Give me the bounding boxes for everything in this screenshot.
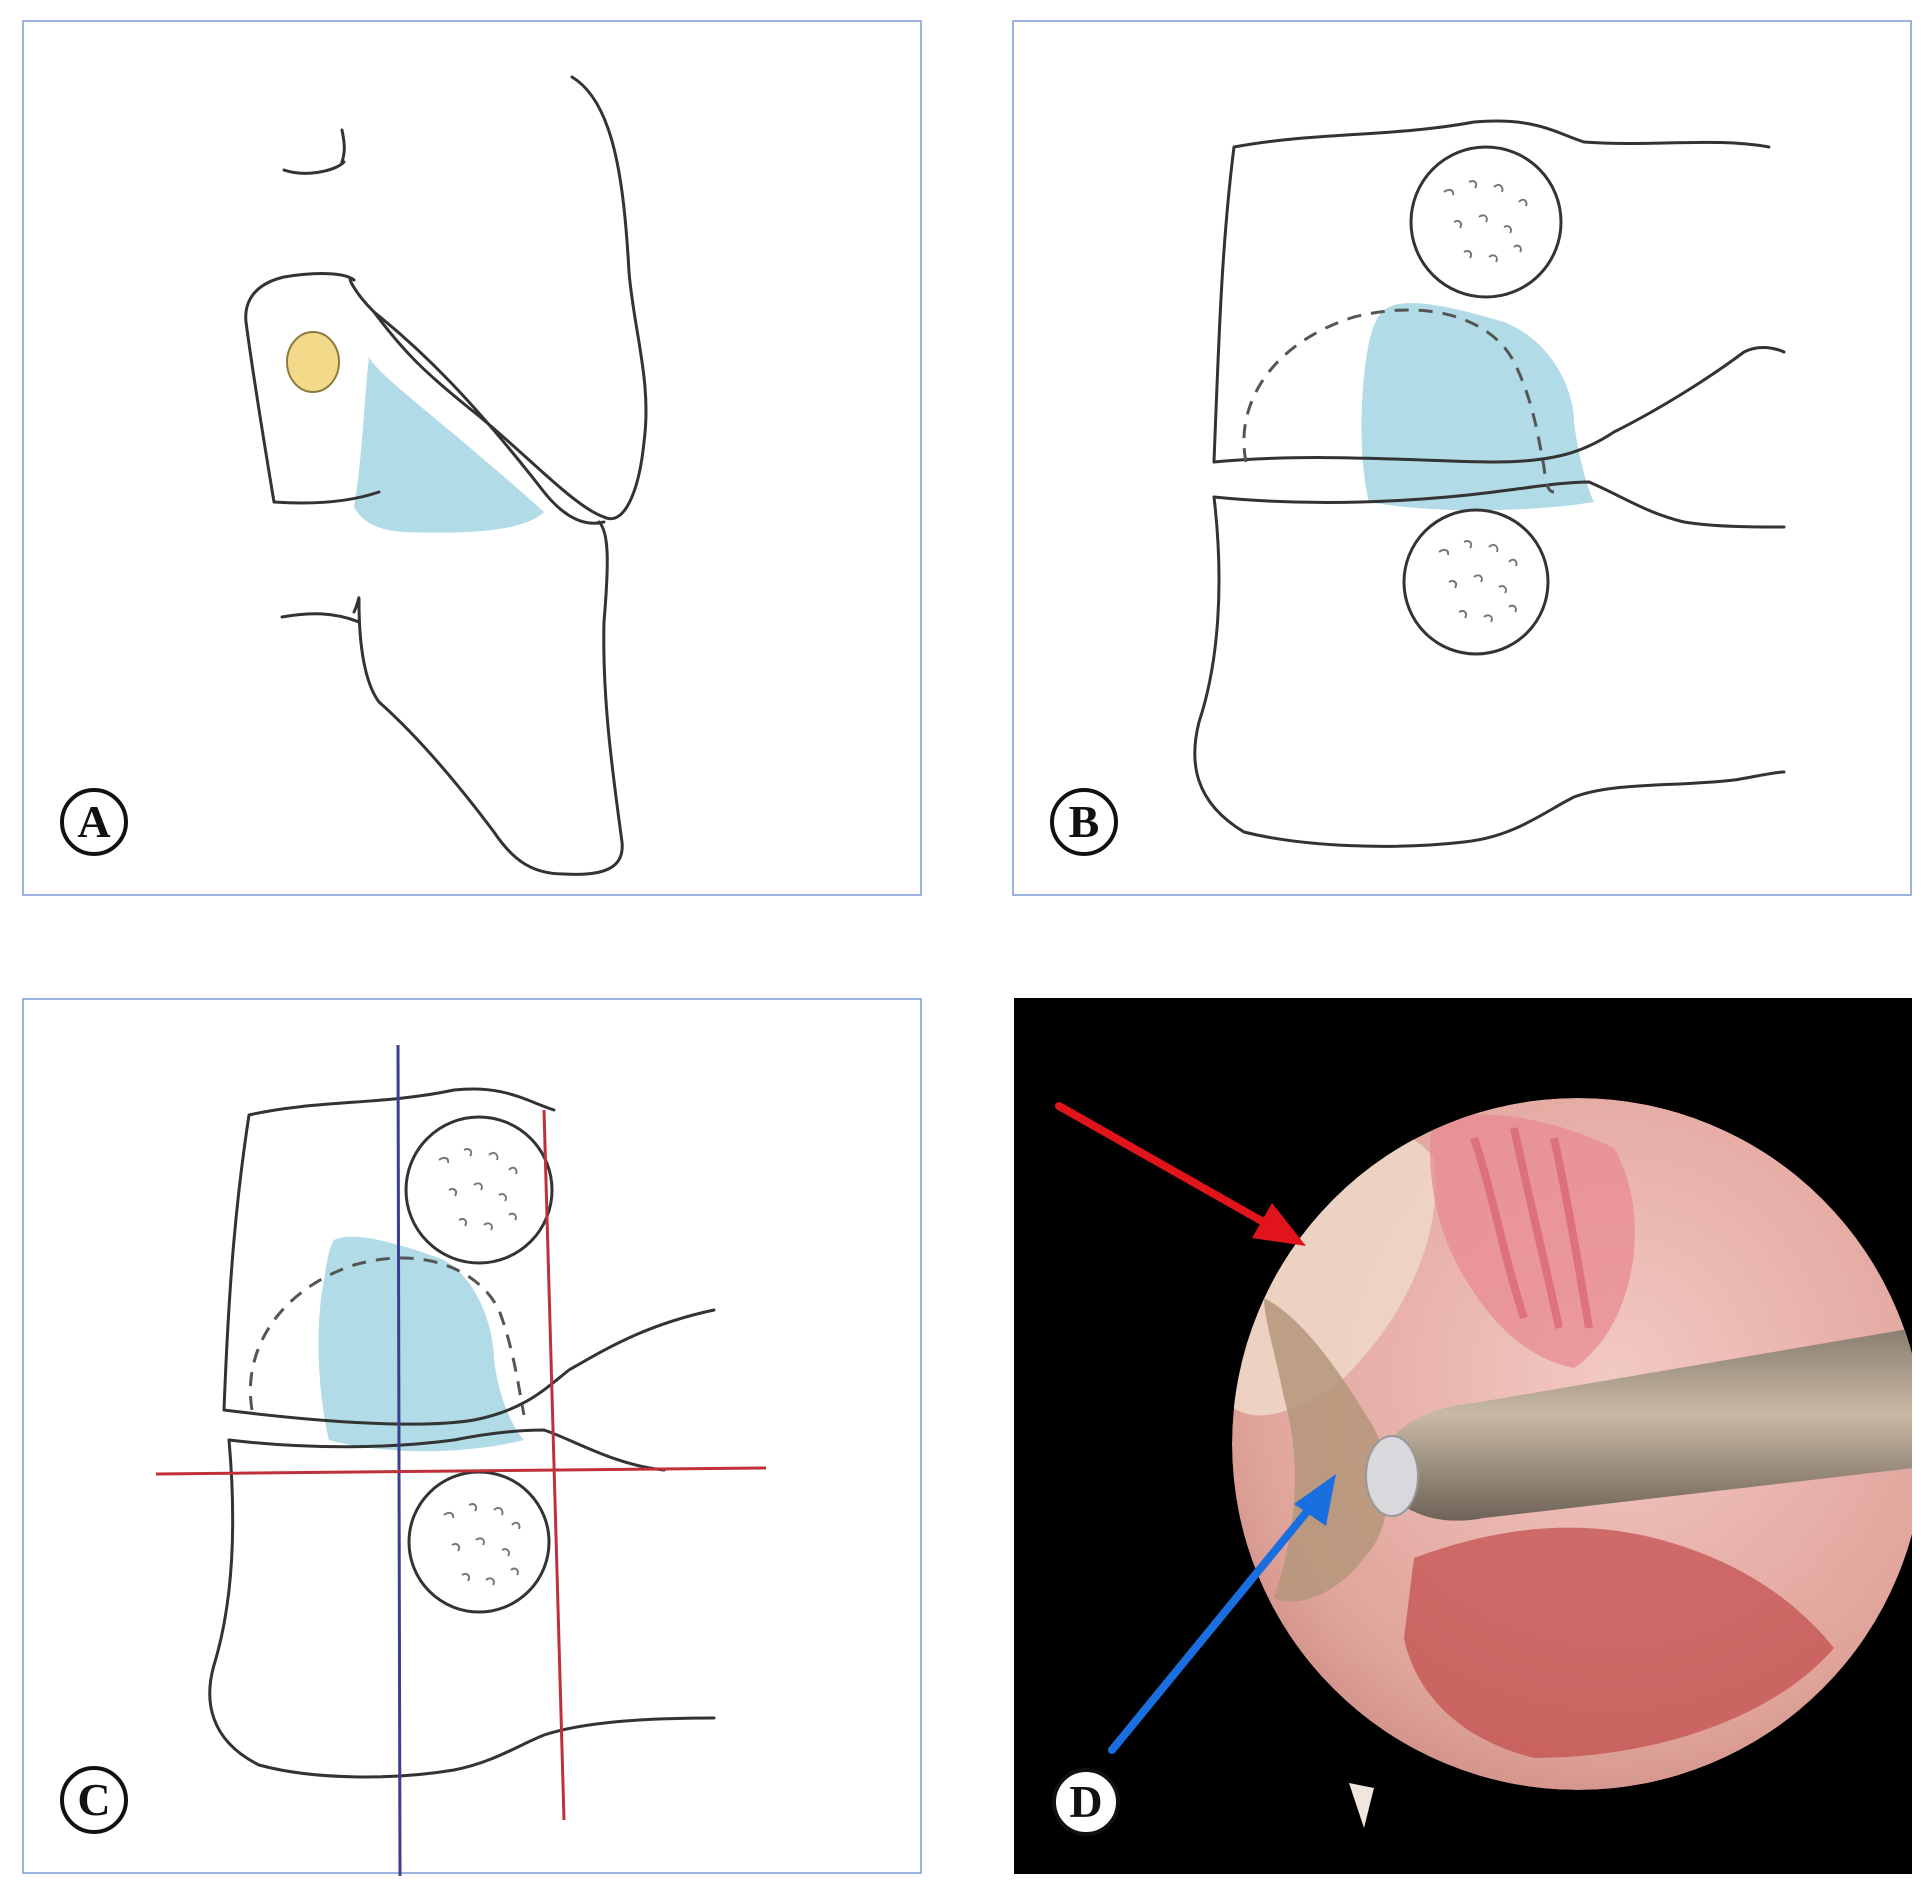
disc-bottom-line	[1212, 480, 1786, 529]
upper-pedicle	[1409, 145, 1563, 299]
lower-vertebra-outline	[1193, 495, 1786, 848]
disc-bottom-line	[227, 1428, 666, 1472]
upper-vertebra-outline	[222, 1087, 556, 1412]
disc-top-line	[1212, 346, 1786, 464]
panel-b-drawing	[1193, 119, 1786, 848]
panel-label-a: A	[60, 788, 128, 856]
disc-line-a	[272, 490, 381, 505]
highlight-region	[1361, 302, 1594, 511]
disc-top-line	[222, 1308, 716, 1426]
panel-label-d: D	[1052, 1768, 1120, 1836]
dashed-arc	[248, 1256, 526, 1416]
facet-outer	[372, 310, 606, 525]
pedicle-texture	[438, 1148, 521, 1586]
panel-label-c: C	[60, 1766, 128, 1834]
panel-a: A	[22, 20, 922, 896]
endoscopic-view	[1055, 1098, 1912, 1828]
panel-c: C	[22, 998, 922, 1876]
red-horizontal-guide	[155, 1466, 767, 1476]
endoscope-field	[1232, 1098, 1912, 1790]
upper-pedicle	[404, 1115, 554, 1265]
nerve-root	[286, 331, 340, 393]
upper-vertebra-outline	[1212, 119, 1771, 464]
panel-a-drawing	[244, 75, 648, 876]
lower-pedicle	[1402, 508, 1550, 656]
dashed-arc	[1242, 308, 1555, 494]
panel-d: D	[1014, 998, 1912, 1874]
red-vertical-guide	[542, 1109, 566, 1821]
panel-c-drawing	[155, 1044, 767, 1876]
red-arrow	[1055, 1102, 1306, 1246]
pedicle-texture	[1438, 180, 1528, 623]
highlight-region	[354, 357, 544, 533]
superior-vertebra-outline	[348, 75, 648, 521]
lower-vertebra-outline	[352, 520, 624, 876]
facet-outline	[244, 272, 356, 504]
blue-arrow	[1108, 1474, 1336, 1754]
upper-small-line	[282, 128, 346, 175]
highlight-region	[318, 1236, 524, 1452]
lower-vertebra-outline	[208, 1438, 716, 1779]
blue-vertical-guide	[396, 1044, 402, 1876]
lower-pedicle	[407, 1470, 551, 1614]
panel-b: B	[1012, 20, 1912, 896]
panel-label-b: B	[1050, 788, 1118, 856]
lower-process-top	[280, 612, 361, 624]
